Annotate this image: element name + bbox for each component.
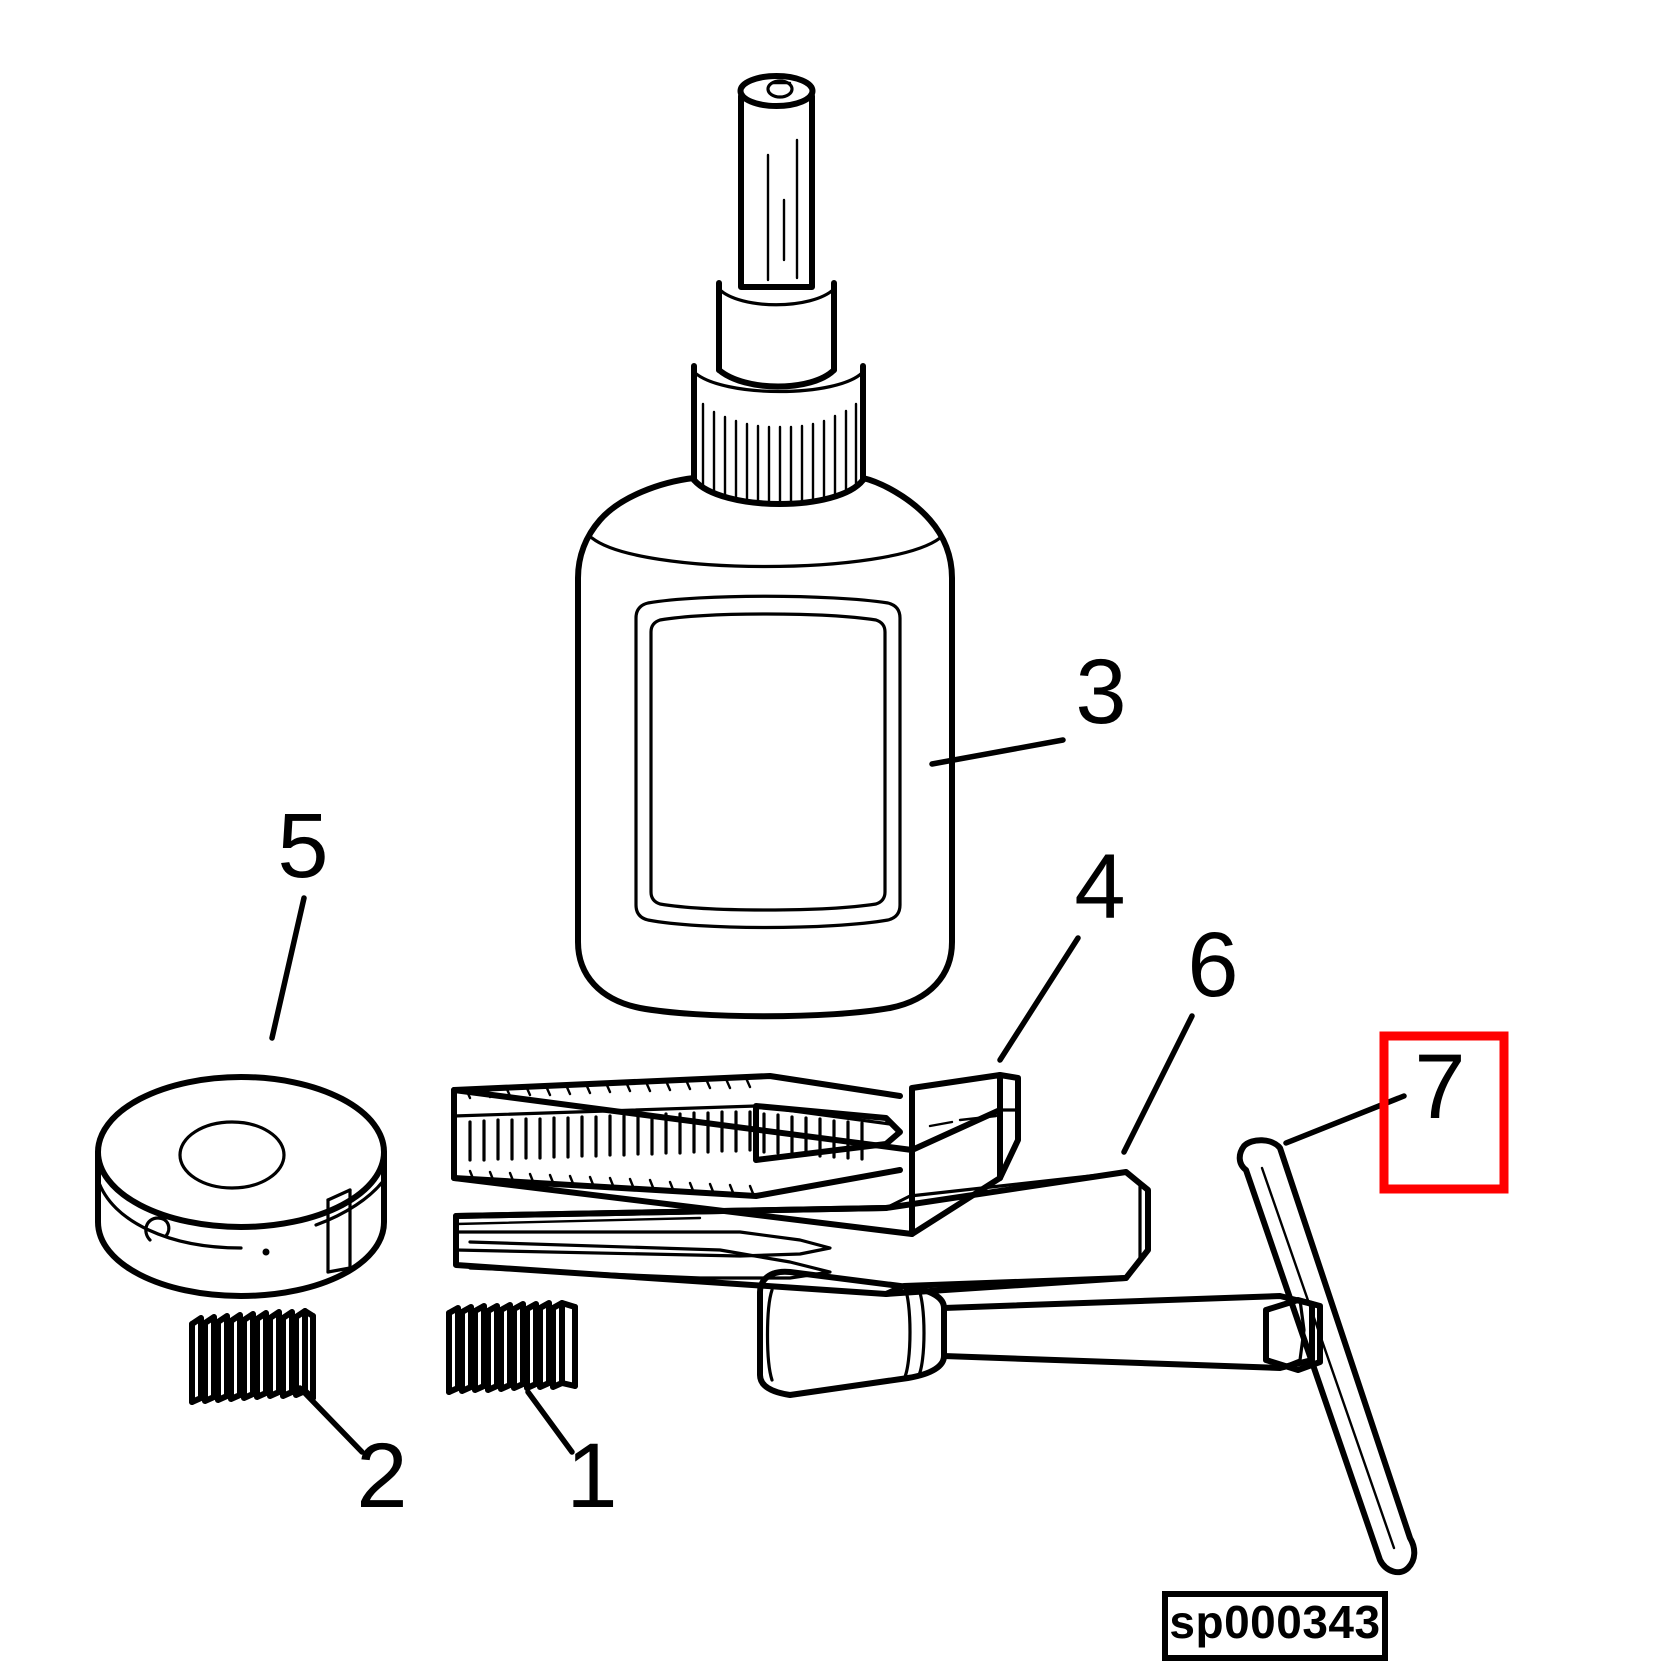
part-tap (451, 1072, 1021, 1237)
part-bottle (575, 73, 955, 1020)
tap-thread-teeth-bottom (468, 1169, 756, 1198)
tap-thread-teeth-top (464, 1076, 752, 1100)
part-t-handle-wrench (757, 1137, 1418, 1576)
callout-number-6: 6 (1187, 914, 1238, 1016)
leader-2 (297, 1385, 365, 1455)
leader-1 (525, 1389, 575, 1455)
callout-number-7: 7 (1414, 1036, 1465, 1138)
part-thread-insert-small (446, 1300, 578, 1395)
leader-3 (929, 737, 1066, 767)
coil-turns-large (189, 1308, 308, 1405)
part-stop-collar (95, 1074, 387, 1299)
callout-number-1: 1 (566, 1425, 617, 1527)
knurl-ribs (701, 402, 858, 505)
callout-number-2: 2 (356, 1425, 407, 1527)
caption-box (1162, 1591, 1388, 1661)
callout-number-5: 5 (277, 795, 328, 897)
coil-turns-small (446, 1300, 565, 1395)
caption: sp000343 (1162, 1591, 1388, 1661)
tap-thread-teeth-mid (468, 1110, 864, 1162)
callout-number-3: 3 (1075, 641, 1126, 743)
leader-5 (269, 895, 307, 1041)
callout-number-4: 4 (1074, 836, 1125, 938)
highlight-box-callout-7 (1379, 1031, 1509, 1194)
leader-lines (269, 737, 1407, 1455)
leader-6 (1121, 1013, 1195, 1155)
part-thread-insert-large (189, 1308, 316, 1405)
caption-label: sp000343 (1169, 1596, 1380, 1648)
leader-4 (997, 935, 1081, 1063)
callout-numbers: 1 2 3 4 5 6 7 (277, 641, 1465, 1527)
